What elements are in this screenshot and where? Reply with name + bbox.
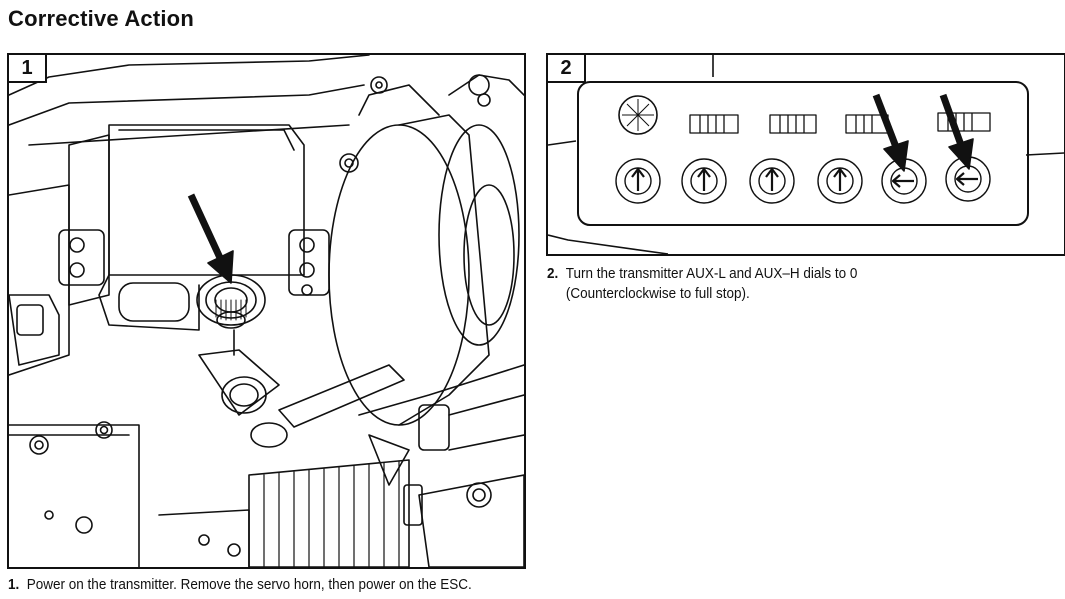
caption-text: Turn the transmitter AUX-L and AUX–H dia… xyxy=(565,265,858,282)
dial-icon xyxy=(615,156,991,204)
caption-number: 2. xyxy=(547,265,559,282)
figure-panel-2: 2 xyxy=(546,53,1065,256)
page-title: Corrective Action xyxy=(8,6,194,31)
arrow-pointer-icon xyxy=(187,193,234,284)
arrow-pointer-icon xyxy=(872,93,974,172)
caption-step-1: 1. Power on the transmitter. Remove the … xyxy=(8,575,568,595)
caption-number: 1. xyxy=(8,576,20,593)
servo-illustration xyxy=(9,55,524,567)
panel-number: 1 xyxy=(9,55,47,83)
trim-switch-icon xyxy=(689,112,991,134)
transmitter-dials-illustration xyxy=(548,55,1064,254)
dial-icon xyxy=(618,95,658,135)
caption-step-2: 2. Turn the transmitter AUX-L and AUX–H … xyxy=(547,264,1047,304)
caption-text: Power on the transmitter. Remove the ser… xyxy=(26,576,472,593)
figure-panel-1: 1 xyxy=(7,53,526,569)
panel-number: 2 xyxy=(548,55,586,83)
caption-text-continued: (Counterclockwise to full stop). xyxy=(565,285,750,302)
